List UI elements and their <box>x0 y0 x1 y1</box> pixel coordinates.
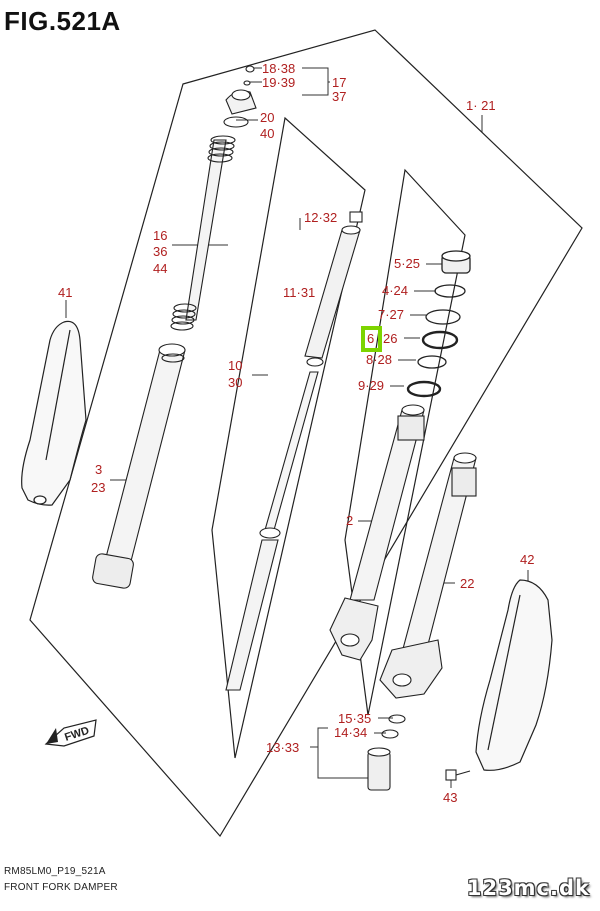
callout-16: 16 <box>153 228 167 243</box>
base-oring <box>381 729 399 739</box>
figure-title: FIG.521A <box>4 6 121 36</box>
rebound-spring <box>170 135 236 331</box>
fork-guard-right <box>475 579 553 771</box>
guide-bush <box>417 355 447 369</box>
callout-18-38: 18·38 <box>262 61 295 76</box>
piston-rod <box>264 371 319 531</box>
callout-13-33: 13·33 <box>266 740 299 755</box>
assembly-frames <box>29 29 583 838</box>
callout-3: 3 <box>95 462 102 477</box>
callout-14-34: 14·34 <box>334 725 367 740</box>
rod-lower-tube <box>225 539 279 691</box>
inner-tube-frame <box>344 168 466 716</box>
callout-1-21: 1· 21 <box>466 98 496 113</box>
callout-9-29: 9·29 <box>358 378 384 393</box>
guard-bolt <box>445 769 471 781</box>
cap-oring <box>223 116 249 128</box>
base-washer <box>388 714 406 724</box>
figure-name: FRONT FORK DAMPER <box>4 882 118 893</box>
callout-2: 2 <box>346 513 353 528</box>
callout-22: 22 <box>460 576 474 591</box>
outer-tube <box>379 452 477 699</box>
oil-seal <box>425 309 461 325</box>
callout-labels: 18·38 19·39 17 37 20 40 1· 21 16 36 44 1… <box>58 61 534 805</box>
fork-guard-left <box>21 320 87 506</box>
callout-12-32: 12·32 <box>304 210 337 225</box>
callout-43: 43 <box>443 790 457 805</box>
inner-rod-frame <box>211 116 366 759</box>
base-valve-group <box>367 714 406 791</box>
callout-highlight-box <box>361 326 382 352</box>
outer-damper-tube <box>92 343 186 589</box>
cap-bolt-group <box>223 65 257 128</box>
circlip <box>306 357 324 367</box>
callout-44: 44 <box>153 261 167 276</box>
callout-4-24: 4·24 <box>382 283 408 298</box>
callout-19-39: 19·39 <box>262 75 295 90</box>
callout-20: 20 <box>260 110 274 125</box>
cap-bolt-top <box>231 89 251 101</box>
callout-40: 40 <box>260 126 274 141</box>
callout-8-28: 8·28 <box>366 352 392 367</box>
callout-6: 6 <box>367 331 374 346</box>
callout-37: 37 <box>332 89 346 104</box>
top-nut <box>349 211 363 223</box>
callout-36: 36 <box>153 244 167 259</box>
figure-code: RM85LM0_P19_521A <box>4 866 106 877</box>
watermark-logo: 123mc.dk <box>466 876 590 900</box>
callout-42: 42 <box>520 552 534 567</box>
piston-rod-group <box>225 211 363 691</box>
washer <box>421 330 459 350</box>
seal-stack <box>406 250 471 398</box>
fwd-arrow: FWD <box>44 719 97 747</box>
callout-5-25: 5·25 <box>394 256 420 271</box>
base-valve <box>367 751 391 791</box>
damper-rod-assembly <box>170 135 236 331</box>
callout-10: 10 <box>228 358 242 373</box>
callout-15-35: 15·35 <box>338 711 371 726</box>
small-screw <box>245 65 255 73</box>
slide-bush <box>406 380 442 398</box>
callout-26: 26 <box>383 331 397 346</box>
callout-17: 17 <box>332 75 346 90</box>
stopper-ring <box>434 284 466 298</box>
callout-11-31: 11·31 <box>283 285 315 300</box>
inner-tube <box>329 404 425 661</box>
damper-rod <box>185 139 227 321</box>
callout-30: 30 <box>228 375 242 390</box>
outer-frame <box>29 29 583 838</box>
callout-41: 41 <box>58 285 72 300</box>
small-oring <box>243 80 251 86</box>
callout-23: 23 <box>91 480 105 495</box>
callout-7-27: 7·27 <box>378 307 404 322</box>
